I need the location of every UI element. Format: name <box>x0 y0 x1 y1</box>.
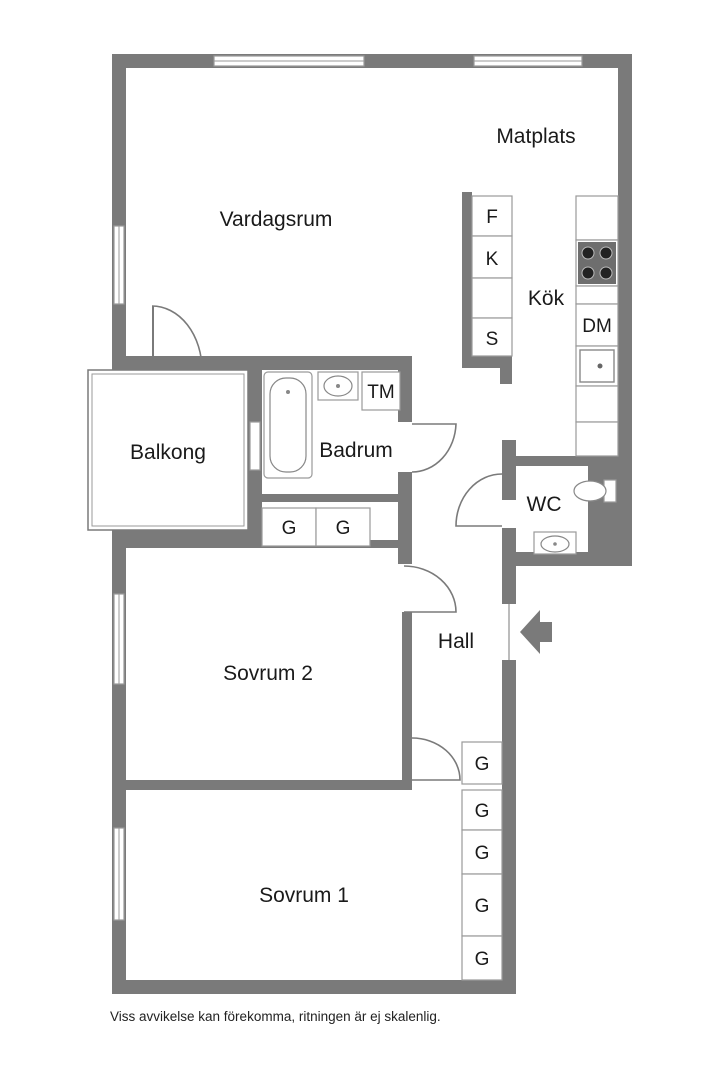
door-bathroom[interactable] <box>411 423 457 473</box>
door-bedroom-2[interactable] <box>403 565 457 613</box>
room-label-matplats: Matplats <box>496 125 575 148</box>
room-label-kok: Kök <box>528 287 565 310</box>
wc-sink <box>533 531 577 555</box>
wardrobe-label: G <box>475 949 490 970</box>
fixture-label-cabinet: S <box>486 329 499 350</box>
wardrobe-label: G <box>475 896 490 917</box>
washing-machine <box>361 371 401 411</box>
disclaimer-text: Viss avvikelse kan förekomma, ritningen … <box>110 1009 441 1024</box>
bathtub <box>263 371 313 479</box>
wardrobes-hall <box>261 507 371 547</box>
wardrobe-label: G <box>336 518 351 539</box>
room-label-sovrum-1: Sovrum 1 <box>259 884 349 907</box>
fixture-label-dishwasher: DM <box>582 316 612 337</box>
wardrobes-bedroom-1 <box>461 741 503 981</box>
door-wc[interactable] <box>455 473 503 527</box>
fixture-label-washing-machine: TM <box>367 382 394 403</box>
room-label-badrum: Badrum <box>319 439 393 462</box>
balcony <box>87 369 249 531</box>
wardrobe-label: G <box>475 801 490 822</box>
wardrobe-label: G <box>282 518 297 539</box>
toilet <box>573 479 617 503</box>
room-label-sovrum-2: Sovrum 2 <box>223 662 313 685</box>
bathroom-sink <box>317 371 359 401</box>
entrance-door[interactable] <box>502 604 516 660</box>
interior-walls <box>126 192 618 790</box>
kitchen-island <box>471 195 513 357</box>
door-balcony[interactable] <box>151 305 203 371</box>
windows <box>113 55 583 921</box>
kitchen-counter <box>575 195 619 457</box>
door-bedroom-1[interactable] <box>411 737 461 781</box>
wardrobe-label: G <box>475 843 490 864</box>
room-label-wc: WC <box>527 493 562 516</box>
wardrobe-label: G <box>475 754 490 775</box>
fixture-label-fridge: F <box>486 207 498 228</box>
room-label-balkong: Balkong <box>130 441 206 464</box>
entrance-arrow-icon <box>520 610 552 654</box>
room-label-hall: Hall <box>438 630 474 653</box>
room-label-vardagsrum: Vardagsrum <box>220 208 333 231</box>
fixture-label-freezer: K <box>486 249 499 270</box>
